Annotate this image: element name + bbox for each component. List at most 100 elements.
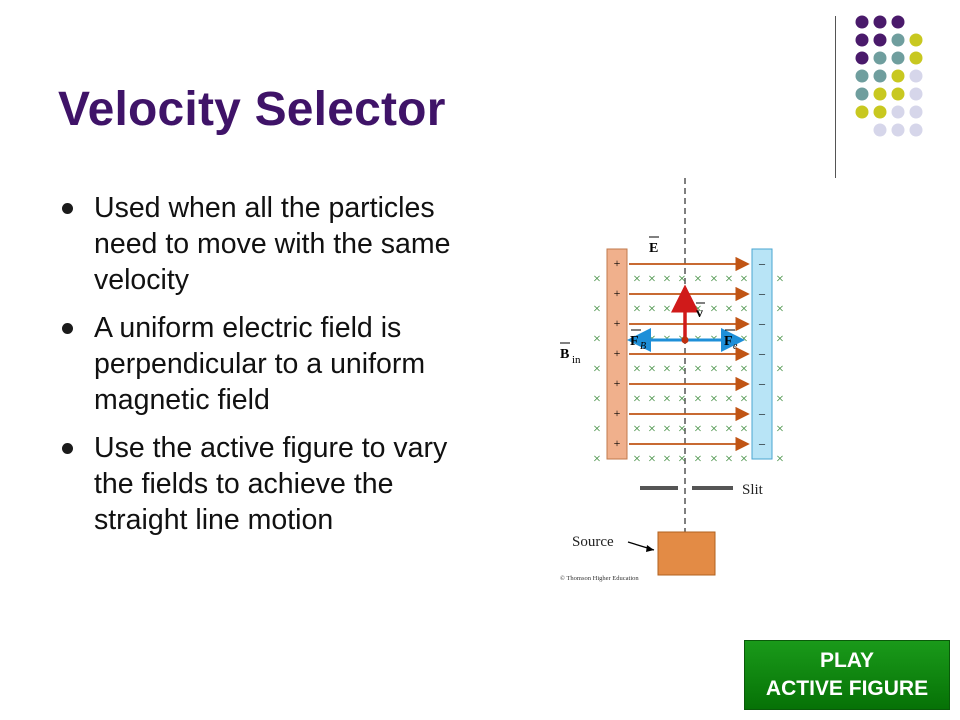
label-fb: F [630,334,639,349]
field-cross: × [694,422,702,437]
bullet-text: Used when all the particles need to move… [94,192,451,296]
bullet-text: A uniform electric field is perpendicula… [94,312,426,416]
slit-label: Slit [742,482,764,498]
field-cross: × [663,422,671,437]
label-fb-subscript: B [640,341,646,352]
bullet-item: A uniform electric field is perpendicula… [60,310,480,418]
label-e: E [649,241,658,256]
play-active-figure-button[interactable]: PLAY ACTIVE FIGURE [744,640,950,710]
particle [681,336,689,344]
bullet-text: Use the active figure to vary the fields… [94,432,448,536]
play-button-sublabel: ACTIVE FIGURE [765,677,929,700]
decorative-dot [909,51,923,65]
field-cross: × [648,362,656,377]
field-cross: × [740,362,748,377]
decorative-dot [855,33,869,47]
field-cross: × [740,302,748,317]
field-cross: × [593,392,601,407]
bullet-icon [62,203,73,214]
field-cross: × [663,392,671,407]
decorative-dot [891,123,905,137]
field-cross: × [740,272,748,287]
minus-sign: – [758,256,766,270]
plus-sign: + [614,376,621,390]
bullet-item: Used when all the particles need to move… [60,190,480,298]
decorative-dot [873,33,887,47]
positive-plate [606,248,628,460]
source-box [657,531,716,576]
field-cross: × [694,272,702,287]
copyright-text: © Thomson Higher Education [560,575,639,582]
minus-sign: – [758,376,766,390]
minus-sign: – [758,346,766,360]
field-cross: × [678,392,686,407]
decorative-dot [909,69,923,83]
decorative-dot [855,15,869,29]
field-cross: × [694,362,702,377]
decorative-dot [873,123,887,137]
field-cross: × [593,332,601,347]
field-cross: × [710,302,718,317]
decorative-dot [855,69,869,83]
field-cross: × [663,452,671,467]
decorative-dot [891,33,905,47]
minus-sign: – [758,316,766,330]
field-cross: × [725,272,733,287]
field-cross: × [725,422,733,437]
field-cross: × [663,302,671,317]
field-cross: × [725,362,733,377]
field-cross: × [710,362,718,377]
positive-charge-signs: +++++++ [614,256,621,450]
field-cross: × [776,362,784,377]
decorative-dot [873,87,887,101]
field-cross: × [776,452,784,467]
bullet-list: Used when all the particles need to move… [60,190,480,550]
field-cross: × [633,422,641,437]
field-cross: × [678,422,686,437]
field-cross: × [663,362,671,377]
source-label: Source [572,534,614,550]
field-cross: × [710,272,718,287]
decorative-dot [855,105,869,119]
field-cross: × [633,392,641,407]
field-cross: × [725,392,733,407]
field-cross: × [740,422,748,437]
field-cross: × [633,302,641,317]
field-cross: × [740,392,748,407]
label-b: B [560,347,569,362]
label-fe: F [724,334,733,349]
decorative-dot [855,87,869,101]
decorative-dot [891,69,905,83]
play-button-label: PLAY [819,649,875,672]
decorative-dot [891,105,905,119]
decorative-dot [909,123,923,137]
field-cross: × [740,452,748,467]
field-cross: × [725,452,733,467]
plus-sign: + [614,316,621,330]
decorative-dot [909,87,923,101]
field-cross: × [648,392,656,407]
field-cross: × [648,422,656,437]
field-cross: × [710,422,718,437]
decorative-dot [891,51,905,65]
bullet-icon [62,443,73,454]
field-cross: × [648,302,656,317]
field-cross: × [678,272,686,287]
plus-sign: + [614,346,621,360]
field-cross: × [776,422,784,437]
plus-sign: + [614,406,621,420]
field-cross: × [710,392,718,407]
field-cross: × [593,422,601,437]
field-cross: × [633,272,641,287]
field-cross: × [725,302,733,317]
field-cross: × [678,452,686,467]
decorative-dot [891,15,905,29]
minus-sign: – [758,406,766,420]
decorative-dot [855,51,869,65]
minus-sign: – [758,436,766,450]
field-cross: × [593,272,601,287]
decorative-dot [909,33,923,47]
field-cross: × [648,452,656,467]
field-cross: × [633,362,641,377]
